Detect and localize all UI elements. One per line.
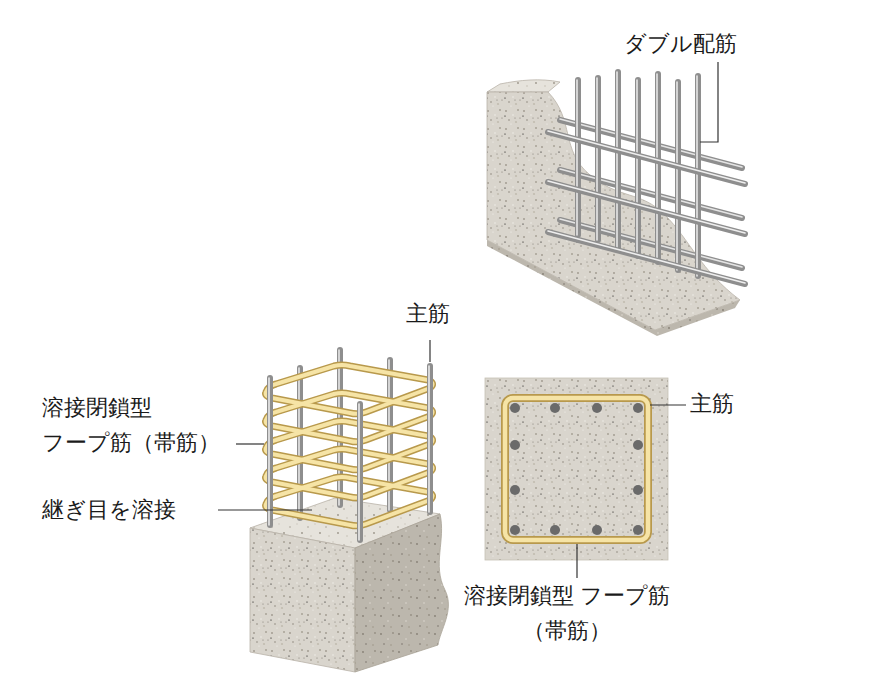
- leader-line: [700, 62, 718, 142]
- wall-rebar: [548, 72, 745, 284]
- leader-line: [577, 405, 686, 578]
- part-label: 主筋: [406, 296, 476, 331]
- part-label: 主筋: [690, 386, 760, 421]
- column-section: [485, 378, 668, 560]
- note-label: 継ぎ目を溶接: [42, 492, 222, 527]
- part-label: 溶接閉鎖型 フープ筋（帯筋）: [455, 578, 679, 648]
- leader-line: [218, 340, 430, 510]
- column-rebar: [266, 350, 433, 540]
- part-label: 溶接閉鎖型 フープ筋（帯筋）: [42, 390, 238, 460]
- part-label: ダブル配筋: [624, 26, 784, 61]
